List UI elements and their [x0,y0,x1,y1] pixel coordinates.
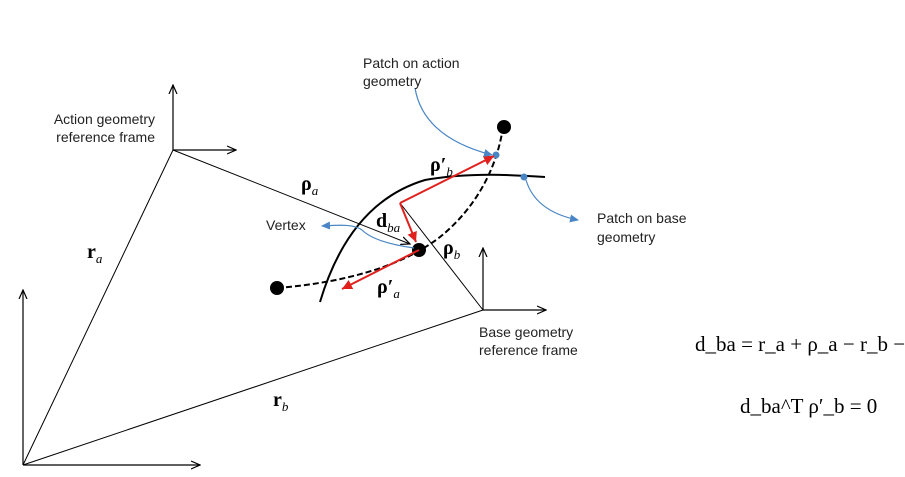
vertex-label: Vertex [266,217,306,233]
patch-action-label-line1: Patch on action [363,55,460,71]
patch-action-callout-arrow [414,87,493,157]
equation-1: d_ba = r_a + ρ_a − r_b − ρ_b [695,332,905,356]
vector-rho-a [172,149,410,244]
symbol-rho-prime-b: ρ′b [430,154,453,179]
base-frame-label-line2: reference frame [479,342,578,358]
symbol-rho-prime-a: ρ′a [377,276,400,301]
action-frame-label-line2: reference frame [56,129,155,145]
vector-rho-prime-a [341,249,420,290]
vector-r-b [22,309,484,466]
symbol-rho-a: ρa [301,173,319,198]
symbol-d-ba: dba [376,210,401,235]
vector-rho-prime-b [399,155,495,204]
symbol-rho-b: ρb [443,237,461,262]
action-frame-label-line1: Action geometry [54,111,155,127]
equation-2: d_ba^T ρ′_b = 0 [740,394,877,418]
patch-base-callout-arrow [525,179,579,223]
vector-r-a [22,149,174,466]
action-geometry-curve [276,126,504,289]
vector-rho-b [399,202,484,311]
vertex-callout-arrow [321,221,415,249]
action-patch-point [492,151,500,159]
action-curve-endpoint-top [497,120,511,134]
symbol-r-a: ra [87,241,103,266]
base-patch-point [520,173,528,181]
base-geometry-curve [319,173,546,303]
vector-d-ba [399,202,417,243]
base-frame-label-line1: Base geometry [479,324,573,340]
action-curve-endpoint-left [270,281,284,295]
patch-base-label-line1: Patch on base [597,210,687,226]
symbol-r-b: rb [273,389,289,414]
patch-base-label-line2: geometry [597,229,655,245]
patch-action-label-line2: geometry [363,73,421,89]
